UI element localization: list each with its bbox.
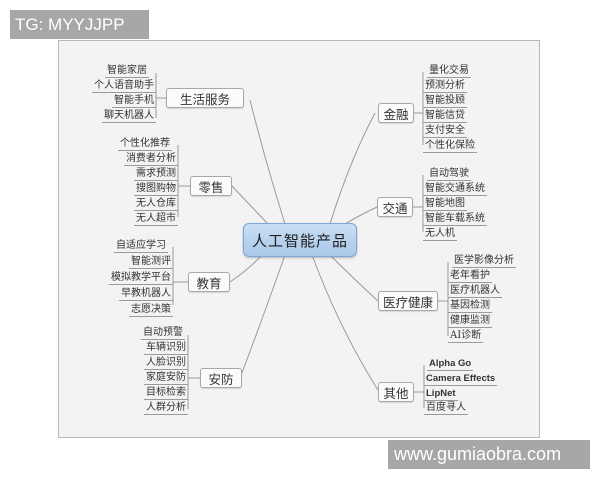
leaf-item: 支付安全 [423,125,467,138]
leaf-item: 智能交通系统 [423,183,487,196]
branch-security[interactable]: 安防 [200,368,242,388]
watermark-top: TG: MYYJJPP [10,10,149,39]
leaf-item: 无人机 [423,228,457,241]
leaf-item: 模拟教学平台 [109,272,173,285]
leaf-item: 智能车载系统 [423,213,487,226]
leaf-item: 人脸识别 [144,357,188,370]
leaf-item: 量化交易 [427,65,471,78]
leaf-item: 预测分析 [423,80,467,93]
leaf-item: 医疗机器人 [448,285,502,298]
leaf-item: 智能地图 [423,198,467,211]
branch-retail[interactable]: 零售 [190,176,232,196]
branch-transportation[interactable]: 交通 [377,197,413,217]
leaf-item: Alpha Go [427,358,474,371]
branch-healthcare[interactable]: 医疗健康 [378,291,438,311]
branch-other[interactable]: 其他 [378,382,414,402]
branch-life-services[interactable]: 生活服务 [166,88,244,108]
leaf-item: 老年看护 [448,270,492,283]
leaf-item: 需求预测 [134,168,178,181]
leaf-item: 智能测评 [129,256,173,269]
leaf-item: 个性化保险 [423,140,477,153]
leaf-item: 个性化推荐 [118,138,172,151]
leaf-item: 自适应学习 [114,240,168,253]
leaf-item: 车辆识别 [144,342,188,355]
leaf-item: Camera Effects [424,373,498,386]
branch-education[interactable]: 教育 [188,272,230,292]
leaf-item: LipNet [424,388,458,401]
leaf-item: 人群分析 [144,402,188,415]
leaf-item: 智能家居 [105,65,149,78]
branch-finance[interactable]: 金融 [378,103,414,123]
leaf-item: 自动预警 [141,327,185,340]
leaf-item: 自动驾驶 [427,168,471,181]
leaf-item: 目标检索 [144,387,188,400]
leaf-item: 志愿决策 [129,304,173,317]
leaf-item: 无人超市 [134,213,178,226]
leaf-item: 智能信贷 [423,110,467,123]
leaf-item: 医学影像分析 [452,255,516,268]
leaf-item: 个人语音助手 [92,80,156,93]
central-node[interactable]: 人工智能产品 [243,223,357,257]
leaf-item: 消费者分析 [124,153,178,166]
leaf-item: 智能投顾 [423,95,467,108]
leaf-item: AI诊断 [448,330,484,343]
leaf-item: 基因检测 [448,300,492,313]
leaf-item: 智能手机 [112,95,156,108]
leaf-item: 无人仓库 [134,198,178,211]
leaf-item: 搜图购物 [134,183,178,196]
leaf-item: 健康监测 [448,315,492,328]
leaf-item: 聊天机器人 [102,110,156,123]
leaf-item: 早教机器人 [119,288,173,301]
leaf-item: 家庭安防 [144,372,188,385]
watermark-bottom: www.gumiaobra.com [388,440,590,469]
leaf-item: 百度寻人 [424,402,468,415]
